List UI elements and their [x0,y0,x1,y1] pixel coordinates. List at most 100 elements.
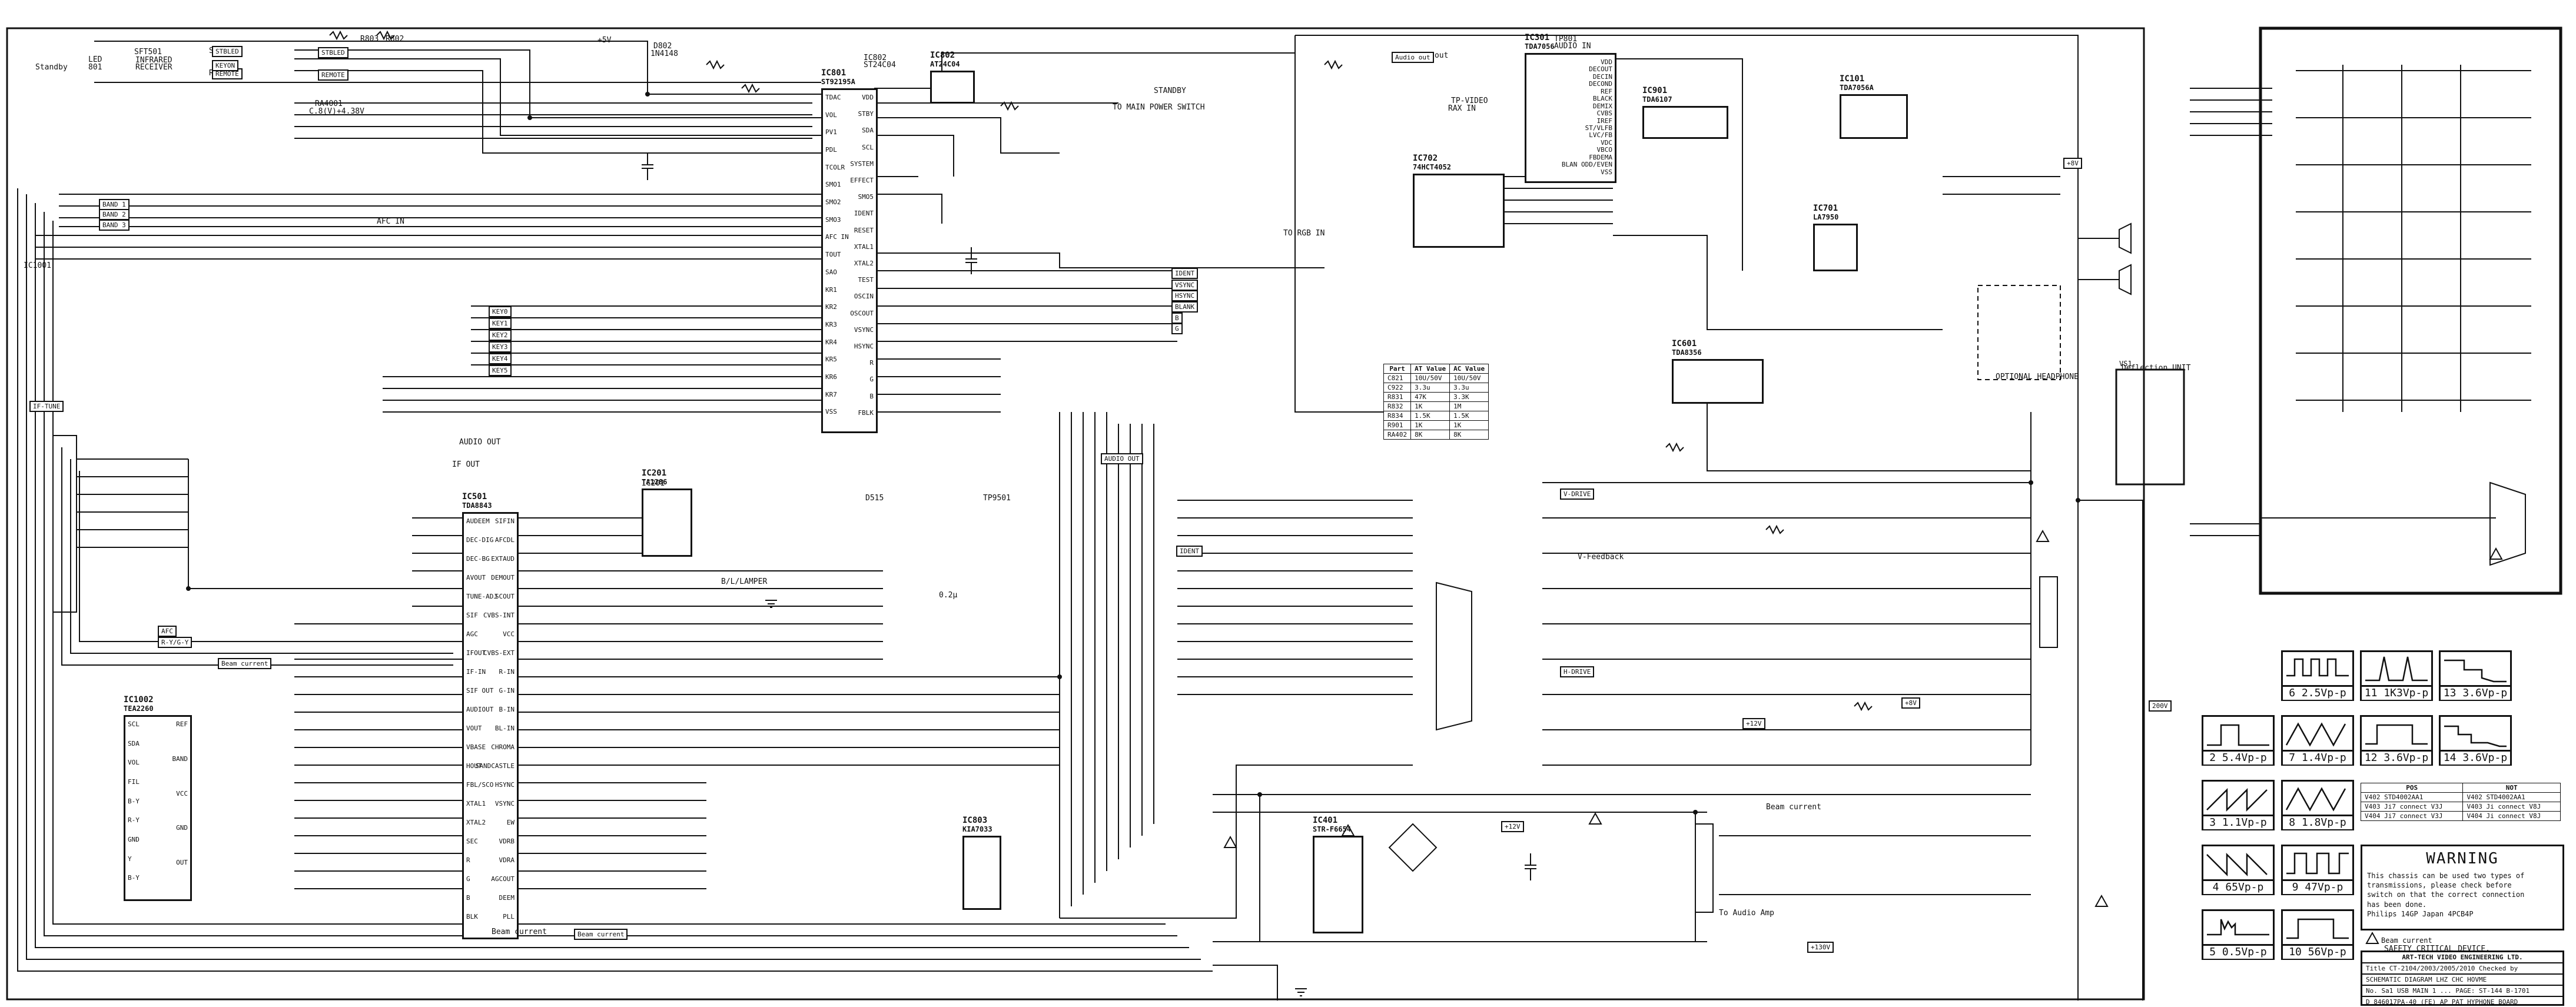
table-cell: 47K [1410,392,1450,402]
net-tag: IDENT [1176,546,1203,557]
text-label: 0.2μ [939,591,958,600]
ic-pin-left: KR5 [825,355,837,364]
ic-ic702 [1413,174,1505,248]
ic-pin-right: DEMOUT [491,574,514,581]
waveform-caption: 3 1.1Vp-p [2203,815,2273,829]
ic-pin-left: AFC IN [825,233,849,241]
table-cell: 3.3u [1410,383,1450,393]
waveform-caption: 2 5.4Vp-p [2203,750,2273,765]
ic-label: IC101 [1840,74,1865,84]
ic-pin-right: G-IN [499,687,515,694]
warning-line: has been done. [2367,900,2427,909]
ic-pin-left: KR2 [825,303,837,311]
warning-line: This chassis can be used two types of [2367,872,2525,880]
ic-pin-right: STBY [858,110,874,118]
text-label: 1N4148 [650,49,678,58]
table-header-cell: NOT [2462,783,2561,793]
text-label: TO RGB IN [1283,229,1325,238]
waveform-path [2286,658,2349,677]
ic-pin-right: VSYNC [854,325,874,334]
table-cell: 1K [1410,401,1450,411]
ic-pin-right: SCL [862,143,874,151]
ic-pin-left: G [466,875,470,883]
net-tag: AUDIO OUT [1101,453,1143,464]
waveform-caption: 13 3.6Vp-p [2441,685,2510,700]
waveform-box: 9 47Vp-p [2281,845,2354,895]
table-header-cell: Part [1383,364,1412,374]
waveform-trace [2365,656,2428,682]
ic-part-number: LA7950 [1813,213,1839,221]
waveform-path [2444,725,2507,747]
ic-pin-left: IFOUT [466,649,486,657]
net-tag: +12V [1742,718,1765,729]
ic-ic601 [1672,359,1764,404]
waveform-box: 10 56Vp-p [2281,909,2354,960]
ic-pin-right: VSS [1601,168,1612,176]
title-row-1: Title CT-2104/2003/2005/2010 Checked by [2362,963,2562,975]
ic-pin-right: IDENT [854,210,874,218]
ic-part-number: AT24C04 [930,60,960,68]
text-label: Beam current [492,928,547,936]
ic-label: IC601 [1672,339,1697,348]
waveform-trace [2207,724,2269,746]
ic-pin-right: DECOND [1589,80,1612,88]
ic-pin-left: TDAC [825,94,841,101]
ic-part-number: TDA6107 [1642,95,1672,104]
ic-pin-left: SIF [466,611,478,619]
net-tag: STBLED [318,47,348,58]
waveform-trace [2444,659,2507,683]
waveform-box: 14 3.6Vp-p [2439,715,2512,766]
table-cell: 10U/50V [1410,373,1450,383]
text-label: Deflection UNIT [2122,364,2191,373]
net-tag: Audio out [1392,52,1434,63]
text-label: D515 [865,494,884,503]
net-tag: VSYNC [1171,280,1199,291]
table-cell: 10U/50V [1449,373,1489,383]
text-label: IC802 [864,54,887,62]
table-cell: 3.3K [1449,392,1489,402]
waveform-box: 3 1.1Vp-p [2202,780,2275,830]
table-cell: 1.5K [1449,411,1489,421]
table-cell: RA402 [1383,430,1412,440]
waveform-box: 8 1.8Vp-p [2281,780,2354,830]
table-cell: V404 Ji connect V8J [2462,811,2561,821]
ic-pin-right: BLAN ODD/EVEN [1561,161,1612,169]
ic-pin-right: GND [176,824,188,832]
ic-pin-right: B-IN [499,706,515,713]
ic-ic401 [1313,836,1363,933]
text-label: LED [88,55,102,64]
ic-ic901 [1642,106,1728,139]
table-cell: 3.3u [1449,383,1489,393]
waveform-box: 5 0.5Vp-p [2202,909,2275,960]
title-row-3: No. Sa1 USB MAIN 1 ... PAGE: ST-144 B-17… [2362,986,2562,997]
ic-pin-right: DECIN [1592,72,1612,81]
ic-label: IC401 [1313,816,1338,825]
table-cell: V403 Ji connect V8J [2462,802,2561,812]
text-label: +5V [597,36,612,45]
ic-pin-left: VOL [128,759,140,767]
ic-pin-right: XTAL2 [854,260,874,267]
ic-pin-right: DEMIX [1592,102,1612,110]
ic-pin-left: IF-IN [466,668,486,676]
table-header-cell: POS [2360,783,2464,793]
text-label: R803 [360,35,379,44]
ic-pin-right: VDRA [499,856,515,864]
ic-pin-left: SMO3 [825,215,841,224]
ic-pin-right: EW [506,819,514,826]
ic-part-number: ST92195A [821,78,855,86]
waveform-box: 6 2.5Vp-p [2281,650,2354,701]
waveform-caption: 10 56Vp-p [2283,944,2352,959]
ic-pin-left: KR3 [825,320,837,328]
net-tag: REMOTE [318,69,348,81]
ic-pin-left: AVOUT [466,574,486,581]
text-label: To Audio Amp [1719,909,1774,918]
text-label: IC1001 [24,261,51,270]
net-tag: BAND 2 [99,209,130,220]
